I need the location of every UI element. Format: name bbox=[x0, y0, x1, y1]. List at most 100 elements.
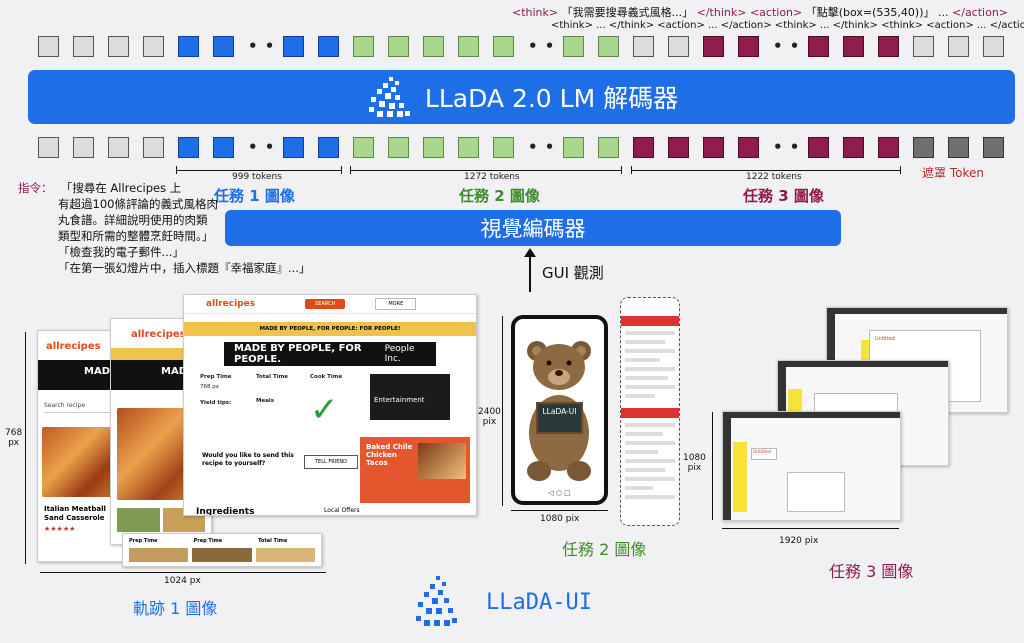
token bbox=[738, 137, 759, 158]
token bbox=[808, 36, 829, 57]
token bbox=[703, 36, 724, 57]
total-time-label: Total Time bbox=[256, 374, 289, 380]
token bbox=[878, 137, 899, 158]
task2-span-label: 任務 2 圖像 bbox=[459, 187, 540, 205]
width-dimension-line bbox=[511, 510, 608, 511]
instruction-block: 指令：「搜尋在 Allrecipes 上 有超過100條評論的義式風格肉 丸食譜… bbox=[18, 180, 318, 276]
token bbox=[633, 137, 654, 158]
token bbox=[178, 137, 199, 158]
yield-label: Yield tips: bbox=[200, 400, 232, 406]
cook-time-label: Cook Time bbox=[310, 374, 343, 380]
width-dimension-line bbox=[40, 572, 326, 573]
token bbox=[178, 36, 199, 57]
banner-text: MADE BY PEOPLE, FOR PEOPLE. bbox=[234, 343, 362, 365]
search-box: Search recipe bbox=[44, 402, 120, 413]
window-title: Untitled bbox=[875, 336, 895, 342]
token bbox=[598, 36, 619, 57]
teddy-bear-image bbox=[527, 341, 591, 481]
token bbox=[388, 137, 409, 158]
meals-label: Meals bbox=[256, 398, 275, 404]
screenshot-card: Prep Time Prep Time Total Time bbox=[122, 533, 322, 567]
local-offers: Local Offers bbox=[324, 507, 360, 514]
token bbox=[913, 36, 934, 57]
checkmark-icon: ✓ bbox=[310, 390, 339, 430]
ellipsis-icon: • • • bbox=[773, 138, 818, 156]
token bbox=[423, 36, 444, 57]
trajectory-caption: 軌跡 1 圖像 bbox=[133, 599, 218, 618]
token bbox=[598, 137, 619, 158]
recipe-title: Italian Meatball Sand Casserole bbox=[44, 505, 106, 522]
token bbox=[948, 36, 969, 57]
gui-observation-label: GUI 觀測 bbox=[542, 264, 604, 282]
task3-caption: 任務 3 圖像 bbox=[829, 562, 914, 581]
ingredients-heading: Ingredients bbox=[196, 507, 255, 516]
think-close-tag: </think> bbox=[696, 6, 747, 19]
promo-card: Baked Chile Chicken Tacos bbox=[360, 437, 470, 503]
arrow-head-icon bbox=[524, 248, 536, 257]
top-nav: allrecipes SEARCH MORE bbox=[184, 295, 476, 314]
ellipsis-icon: • • • bbox=[528, 138, 573, 156]
visual-encoder-bar: 視覺編碼器 bbox=[225, 210, 841, 246]
recipe-details: Prep Time 768 px Yield tips: Total Time … bbox=[200, 374, 476, 430]
task1-span-label: 任務 1 圖像 bbox=[214, 187, 295, 205]
ellipsis-icon: • • • bbox=[248, 37, 293, 55]
task1-token-count: 999 tokens bbox=[232, 172, 282, 182]
llada-logo-icon bbox=[368, 77, 410, 117]
arrow-up-icon bbox=[529, 250, 531, 292]
task2-token-count: 1272 tokens bbox=[464, 172, 520, 182]
food-photo bbox=[42, 427, 122, 497]
ellipsis-icon: • • • bbox=[773, 37, 818, 55]
nav-search-button[interactable]: SEARCH bbox=[305, 299, 346, 309]
token bbox=[213, 36, 234, 57]
height-dimension-line bbox=[502, 316, 503, 506]
phone-frame: LLaDA-UI ◁ ○ □ bbox=[511, 315, 608, 505]
brand-footer: LLaDA-UI bbox=[412, 574, 592, 630]
token bbox=[108, 137, 129, 158]
instruction-line: 丸食譜。詳細說明使用的肉類 bbox=[58, 213, 208, 227]
tell-friend-button[interactable]: TELL FRIEND bbox=[304, 455, 358, 469]
token bbox=[563, 36, 584, 57]
prep-time-label: Prep Time bbox=[129, 538, 158, 544]
token bbox=[318, 36, 339, 57]
token bbox=[458, 137, 479, 158]
token bbox=[668, 36, 689, 57]
llada-logo-icon bbox=[416, 576, 457, 626]
prep-time-label: Prep Time bbox=[200, 374, 232, 380]
send-question: Would you like to send this recipe to yo… bbox=[202, 452, 294, 467]
width-dimension-label: 1920 pix bbox=[779, 536, 819, 546]
promo-photo bbox=[418, 443, 466, 479]
task3-span-label: 任務 3 圖像 bbox=[743, 187, 824, 205]
instruction-line: 「檢查我的電子郵件...」 bbox=[58, 245, 184, 259]
nav-more-button[interactable]: MORE bbox=[375, 298, 417, 310]
width-dimension-line bbox=[722, 528, 899, 529]
promo-title: Baked Chile Chicken Tacos bbox=[366, 443, 413, 467]
brand-name: LLaDA-UI bbox=[486, 589, 592, 615]
site-logo: allrecipes bbox=[206, 299, 256, 309]
instruction-prefix: 指令： bbox=[18, 181, 53, 195]
token bbox=[38, 137, 59, 158]
token bbox=[388, 36, 409, 57]
sequence-line: <think> ... </think> <action> ... </acti… bbox=[551, 20, 1024, 31]
height-dimension-line bbox=[25, 332, 26, 564]
ad-text: Entertainment bbox=[374, 396, 425, 404]
token bbox=[493, 36, 514, 57]
task3-token-count: 1222 tokens bbox=[746, 172, 802, 182]
action-text: 「點擊(box=(535,40))」 bbox=[805, 6, 935, 19]
site-logo: allrecipes bbox=[131, 329, 186, 340]
ellipsis: ... bbox=[938, 6, 949, 19]
token bbox=[283, 36, 304, 57]
mask-token bbox=[948, 137, 969, 158]
think-open-tag: <think> bbox=[512, 6, 559, 19]
token bbox=[283, 137, 304, 158]
think-action-line: <think> 「我需要搜尋義式風格...」 </think> <action>… bbox=[512, 4, 1008, 20]
promo-strip: MADE BY PEOPLE, FOR PEOPLE: FOR PEOPLE! bbox=[184, 322, 476, 336]
token bbox=[703, 137, 724, 158]
token bbox=[458, 36, 479, 57]
total-time-label: Total Time bbox=[258, 538, 288, 544]
token bbox=[423, 137, 444, 158]
token bbox=[73, 137, 94, 158]
ellipsis-icon: • • • bbox=[528, 37, 573, 55]
token bbox=[843, 137, 864, 158]
